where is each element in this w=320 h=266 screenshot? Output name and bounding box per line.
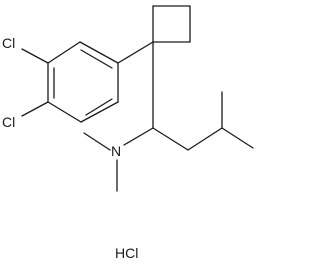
cl-bond-lower (21, 101, 49, 117)
chlorine-label-upper: Cl (2, 35, 15, 51)
n-methyl-left-bond (83, 132, 111, 151)
ch-n-bond (123, 127, 154, 146)
ring-bond-2 (47, 41, 81, 64)
chlorine-label-lower: Cl (2, 114, 15, 130)
benzene-ring (47, 41, 119, 123)
ch-methyl-right-bond (221, 127, 254, 149)
ring-bond-4 (47, 101, 82, 123)
aryl-quaternary-bond (117, 41, 154, 64)
ring-double-bond-1 (80, 49, 113, 69)
ch2-ch-bond (187, 127, 223, 151)
cyclobutane-ring (152, 5, 191, 43)
ring-bond-1 (79, 41, 119, 64)
hcl-salt-label: HCl (115, 245, 138, 261)
ring-double-bond-3 (85, 98, 113, 116)
cl-bond-upper (21, 48, 49, 64)
nitrogen-label: N (111, 143, 121, 159)
ch-ch2-bond (152, 127, 189, 151)
chemical-structure-diagram: Cl Cl N HCl (2, 5, 254, 261)
ring-bond-5 (80, 101, 119, 123)
